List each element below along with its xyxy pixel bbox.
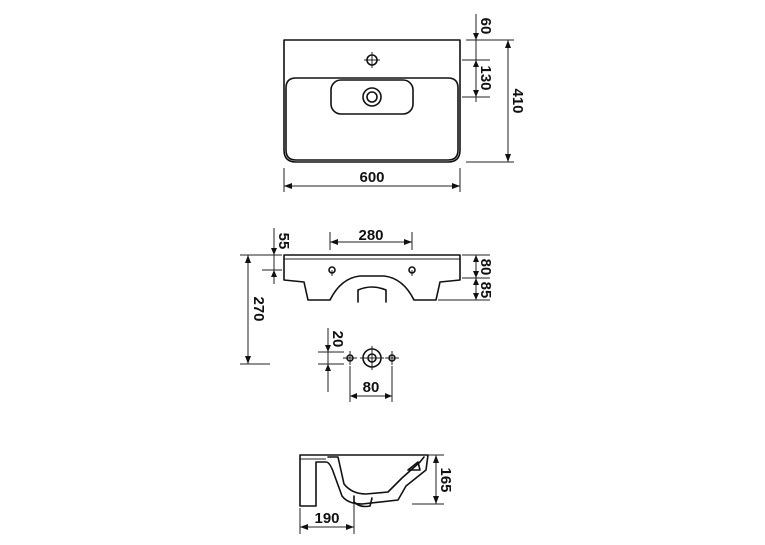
fixing-hole-right-icon [408, 266, 416, 274]
top-view: 600 410 60 130 [283, 14, 526, 192]
dim-top-depth: 410 [509, 88, 526, 113]
dim-side-height: 165 [437, 467, 454, 492]
drain-inner-icon [366, 91, 378, 103]
dim-bowl-width: 280 [358, 227, 383, 244]
top-view-outline [283, 39, 461, 163]
top-view-basin [285, 77, 459, 161]
side-view-trap [353, 495, 373, 508]
dim-rim-height: 80 [477, 259, 494, 276]
dim-hole-offset: 60 [477, 18, 494, 35]
front-drain-outlet [357, 286, 387, 303]
fixing-detail: 20 80 [318, 328, 399, 402]
dim-detail-height: 20 [329, 331, 346, 348]
front-view: 280 55 270 80 85 [240, 227, 494, 365]
dim-detail-width: 80 [363, 379, 380, 396]
dim-bowl-depth: 85 [477, 282, 494, 299]
side-view-inner [327, 456, 425, 495]
dim-basin-offset: 130 [477, 65, 494, 90]
dim-side-depth: 190 [314, 510, 339, 527]
overflow-icon [407, 461, 421, 471]
fixing-hole-left-icon [328, 266, 336, 274]
drain-icon [362, 87, 382, 107]
side-view: 165 190 [299, 454, 454, 534]
front-view-outline [283, 254, 461, 301]
drain-recess [330, 79, 414, 115]
dim-top-width: 600 [359, 169, 384, 186]
dim-total-height: 270 [250, 296, 267, 321]
dim-rim-offset: 55 [275, 233, 292, 250]
side-view-outline [299, 454, 429, 507]
